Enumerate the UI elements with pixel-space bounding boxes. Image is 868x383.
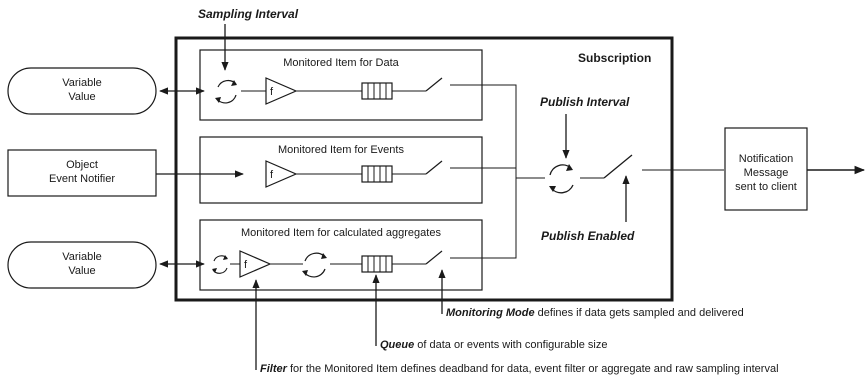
variable-value-top: Variable Value [7, 67, 157, 115]
object-event-notifier-line1: Object [66, 159, 98, 171]
variable-value-top-line1: Variable [62, 77, 102, 89]
object-event-notifier-line2: Event Notifier [49, 173, 115, 185]
filter-desc: for the Monitored Item defines deadband … [287, 363, 779, 375]
monitoring-mode-desc: defines if data gets sampled and deliver… [535, 307, 744, 319]
variable-value-bottom: Variable Value [7, 241, 157, 289]
filter-glyph: f [244, 259, 248, 271]
subscription-label: Subscription [578, 51, 651, 65]
queue-icon [361, 82, 393, 100]
publish-enabled-label: Publish Enabled [541, 229, 635, 243]
queue-callout: Queue of data or events with configurabl… [380, 339, 607, 351]
sampling-interval-label: Sampling Interval [198, 7, 299, 21]
filter-glyph: f [270, 169, 274, 181]
filter-glyph: f [270, 86, 274, 98]
notification-message-box: Notification Message sent to client [724, 127, 808, 211]
monitoring-mode-term: Monitoring Mode [446, 307, 535, 319]
filter-term: Filter [260, 363, 288, 375]
filter-callout: Filter for the Monitored Item defines de… [260, 363, 779, 375]
filter-triangle-icon: f [265, 77, 298, 105]
cycle-icon [212, 255, 228, 274]
notification-line1: Notification [739, 153, 793, 165]
variable-value-top-line2: Value [68, 91, 95, 103]
publish-interval-label: Publish Interval [540, 95, 630, 109]
queue-term: Queue [380, 339, 414, 351]
queue-desc: of data or events with configurable size [414, 339, 607, 351]
monitored-item-aggregates-title: Monitored Item for calculated aggregates [241, 227, 441, 239]
cycle-icon [215, 79, 237, 104]
switch-icon [603, 154, 633, 179]
filter-triangle-icon: f [239, 250, 272, 278]
monitored-item-aggregates: Monitored Item for calculated aggregates… [199, 219, 483, 291]
notification-line3: sent to client [735, 181, 797, 193]
queue-icon [361, 165, 393, 183]
switch-icon [425, 160, 443, 175]
switch-icon [425, 77, 443, 92]
monitored-item-events: Monitored Item for Events f [199, 136, 483, 204]
queue-icon [361, 255, 393, 273]
cycle-icon [549, 164, 574, 194]
merge-connectors [482, 84, 545, 259]
monitored-item-data: Monitored Item for Data f [199, 49, 483, 121]
filter-triangle-icon: f [265, 160, 298, 188]
variable-value-bottom-line2: Value [68, 265, 95, 277]
monitored-item-events-title: Monitored Item for Events [278, 144, 404, 156]
variable-value-bottom-line1: Variable [62, 251, 102, 263]
monitoring-mode-callout: Monitoring Mode defines if data gets sam… [446, 307, 744, 319]
object-event-notifier: Object Event Notifier [7, 149, 157, 197]
cycle-icon [302, 252, 327, 278]
switch-icon [425, 250, 443, 265]
monitored-item-data-title: Monitored Item for Data [283, 57, 399, 69]
subscription-box [174, 36, 674, 302]
notification-line2: Message [744, 167, 789, 179]
